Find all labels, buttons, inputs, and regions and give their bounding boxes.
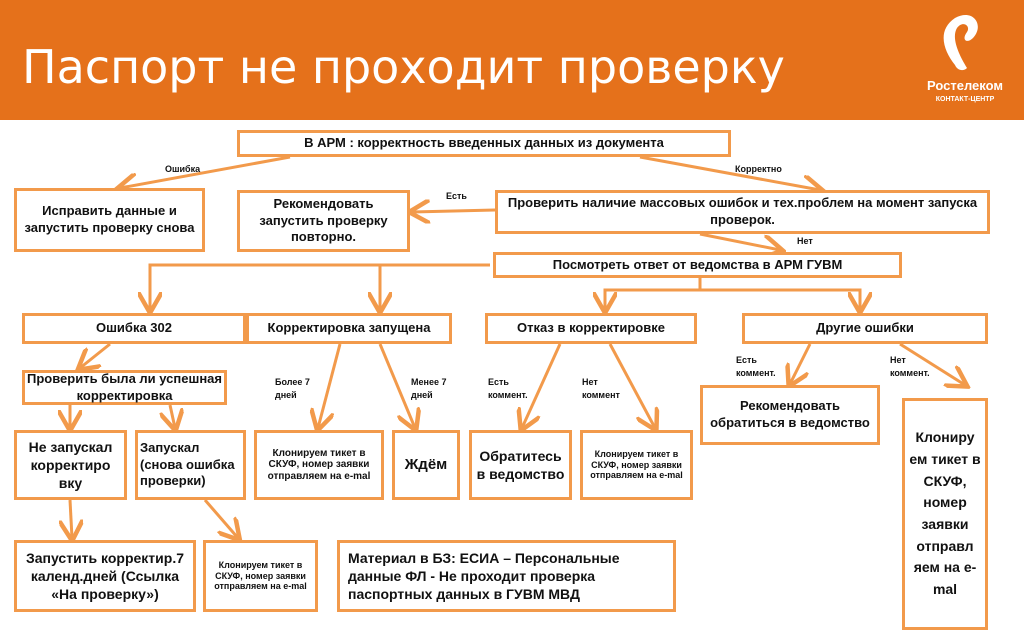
box-clone-ticket-3: Клониру ем тикет в СКУФ, номер заявки от…	[902, 398, 988, 630]
box-contact-agency: Обратитесь в ведомство	[469, 430, 572, 500]
logo-subtitle: КОНТАКТ-ЦЕНТР	[935, 96, 995, 103]
box-correction-started: Корректировка запущена	[246, 313, 452, 344]
label-no-comment-2: Нет коммент.	[890, 355, 930, 378]
box-recommend-retry: Рекомендовать запустить проверку повторн…	[237, 190, 410, 252]
box-kb-material: Материал в БЗ: ЕСИА – Персональные данны…	[337, 540, 676, 612]
box-check-correction: Проверить была ли успешная корректировка	[22, 370, 227, 405]
box-clone-ticket-4: Клонируем тикет в СКУФ, номер заявки отп…	[203, 540, 318, 612]
box-other-errors: Другие ошибки	[742, 313, 988, 344]
box-check-mass-errors: Проверить наличие массовых ошибок и тех.…	[495, 190, 990, 234]
label-more-7-days: Более 7 дней	[275, 377, 310, 400]
logo-icon	[943, 14, 978, 71]
label-no: Нет	[797, 236, 813, 246]
label-correct: Корректно	[735, 164, 782, 174]
box-start-correction: Запустить корректир.7 календ.дней (Ссылк…	[14, 540, 196, 612]
box-check-arm: В АРМ : корректность введенных данных из…	[237, 130, 731, 157]
page-title: Паспорт не проходит проверку	[22, 40, 785, 94]
box-fix-data: Исправить данные и запустить проверку сн…	[14, 188, 205, 252]
box-wait: Ждём	[392, 430, 460, 500]
label-less-7-days: Менее 7 дней	[411, 377, 447, 400]
box-correction-refused: Отказ в корректировке	[485, 313, 697, 344]
label-has-comment: Есть коммент.	[488, 377, 528, 400]
label-no-comment: Нет коммент	[582, 377, 620, 400]
box-not-started: Не запускал корректиро вку	[14, 430, 127, 500]
logo-brand: Ростелеком	[927, 78, 1003, 93]
box-error-302: Ошибка 302	[22, 313, 246, 344]
box-view-response: Посмотреть ответ от ведомства в АРМ ГУВМ	[493, 252, 902, 278]
box-clone-ticket-2: Клонируем тикет в СКУФ, номер заявки отп…	[580, 430, 693, 500]
header-bar: Паспорт не проходит проверку Ростелеком …	[0, 0, 1024, 120]
rostelecom-logo: Ростелеком КОНТАКТ-ЦЕНТР	[915, 10, 1015, 105]
label-yes: Есть	[446, 191, 467, 201]
box-started-again: Запускал (снова ошибка проверки)	[135, 430, 246, 500]
box-recommend-agency: Рекомендовать обратиться в ведомство	[700, 385, 880, 445]
label-error: Ошибка	[165, 164, 201, 174]
box-clone-ticket-1: Клонируем тикет в СКУФ, номер заявки отп…	[254, 430, 384, 500]
label-has-comment-2: Есть коммент.	[736, 355, 776, 378]
